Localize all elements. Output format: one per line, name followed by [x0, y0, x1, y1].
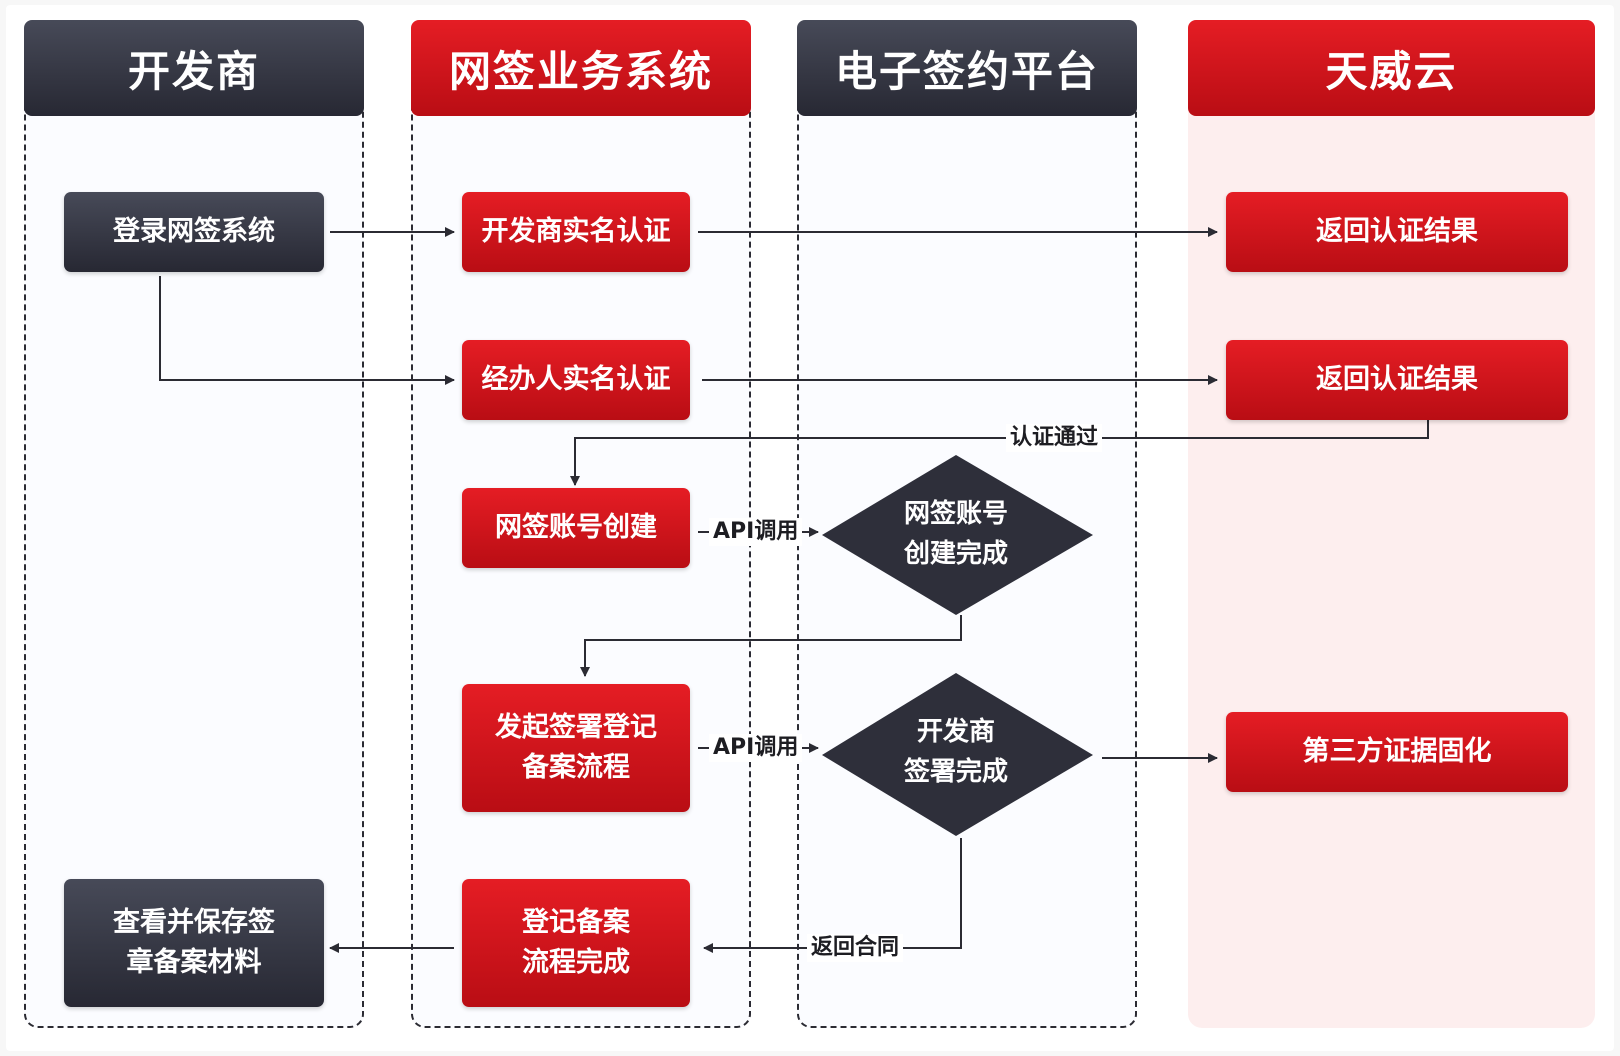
node-text: 返回认证结果 — [1316, 364, 1478, 395]
node-text: 返回认证结果 — [1316, 216, 1478, 247]
edge-label-auth-passed: 认证通过 — [1006, 424, 1103, 452]
node-text-line-1: 发起签署登记 — [495, 712, 657, 743]
edge-login-to-agent-realname — [159, 276, 455, 385]
node-return-result-2: 返回认证结果 — [1226, 340, 1568, 420]
lane-header-tianwei: 天威云 — [1188, 20, 1595, 116]
edge-dev-signed-to-record-done — [703, 838, 962, 953]
node-record-done: 登记备案 流程完成 — [462, 879, 690, 1007]
decision-diamond-dev-signed — [822, 673, 1093, 836]
decision-label-dev-signed: 开发商 签署完成 — [876, 712, 1036, 792]
node-text-line-2: 章备案材料 — [126, 947, 262, 978]
node-return-result-1: 返回认证结果 — [1226, 192, 1568, 272]
node-text: 第三方证据固化 — [1302, 736, 1492, 767]
node-text-line-2: 流程完成 — [522, 947, 630, 978]
lane-header-developer: 开发商 — [24, 20, 364, 116]
node-dev-realname: 开发商实名认证 — [462, 192, 690, 272]
node-text: 网签账号创建 — [495, 512, 657, 543]
decision-label-account-created: 网签账号 创建完成 — [876, 494, 1036, 574]
decision-text-line-1: 开发商 — [916, 717, 995, 747]
node-text: 经办人实名认证 — [481, 364, 671, 395]
lane-title: 天威云 — [1325, 46, 1458, 96]
node-view-save: 查看并保存签 章备案材料 — [64, 879, 324, 1007]
lane-title: 电子签约平台 — [834, 46, 1099, 96]
node-agent-realname: 经办人实名认证 — [462, 340, 690, 420]
lane-header-netsign: 网签业务系统 — [411, 20, 751, 116]
edge-label-api-call-2: API调用 — [709, 734, 803, 762]
edge-label-return-contract: 返回合同 — [807, 934, 904, 962]
lane-header-esign: 电子签约平台 — [797, 20, 1137, 116]
decision-diamond-account-created — [822, 455, 1093, 615]
edge-result-to-create-account — [570, 420, 1429, 486]
node-evidence: 第三方证据固化 — [1226, 712, 1568, 792]
lane-title: 网签业务系统 — [448, 46, 713, 96]
node-create-account: 网签账号创建 — [462, 488, 690, 568]
node-text: 登录网签系统 — [113, 216, 275, 247]
node-login: 登录网签系统 — [64, 192, 324, 272]
edge-diamond-to-start-signing — [580, 615, 962, 677]
decision-text-line-1: 网签账号 — [903, 499, 1008, 529]
node-text: 开发商实名认证 — [481, 216, 671, 247]
edge-label-api-call-1: API调用 — [709, 518, 803, 546]
lane-title: 开发商 — [127, 46, 260, 96]
node-text-line-1: 登记备案 — [522, 907, 630, 938]
decision-text-line-2: 创建完成 — [903, 539, 1008, 569]
node-start-signing: 发起签署登记 备案流程 — [462, 684, 690, 812]
node-text-line-2: 备案流程 — [522, 752, 630, 783]
node-text-line-1: 查看并保存签 — [113, 907, 275, 938]
decision-text-line-2: 签署完成 — [903, 757, 1008, 787]
